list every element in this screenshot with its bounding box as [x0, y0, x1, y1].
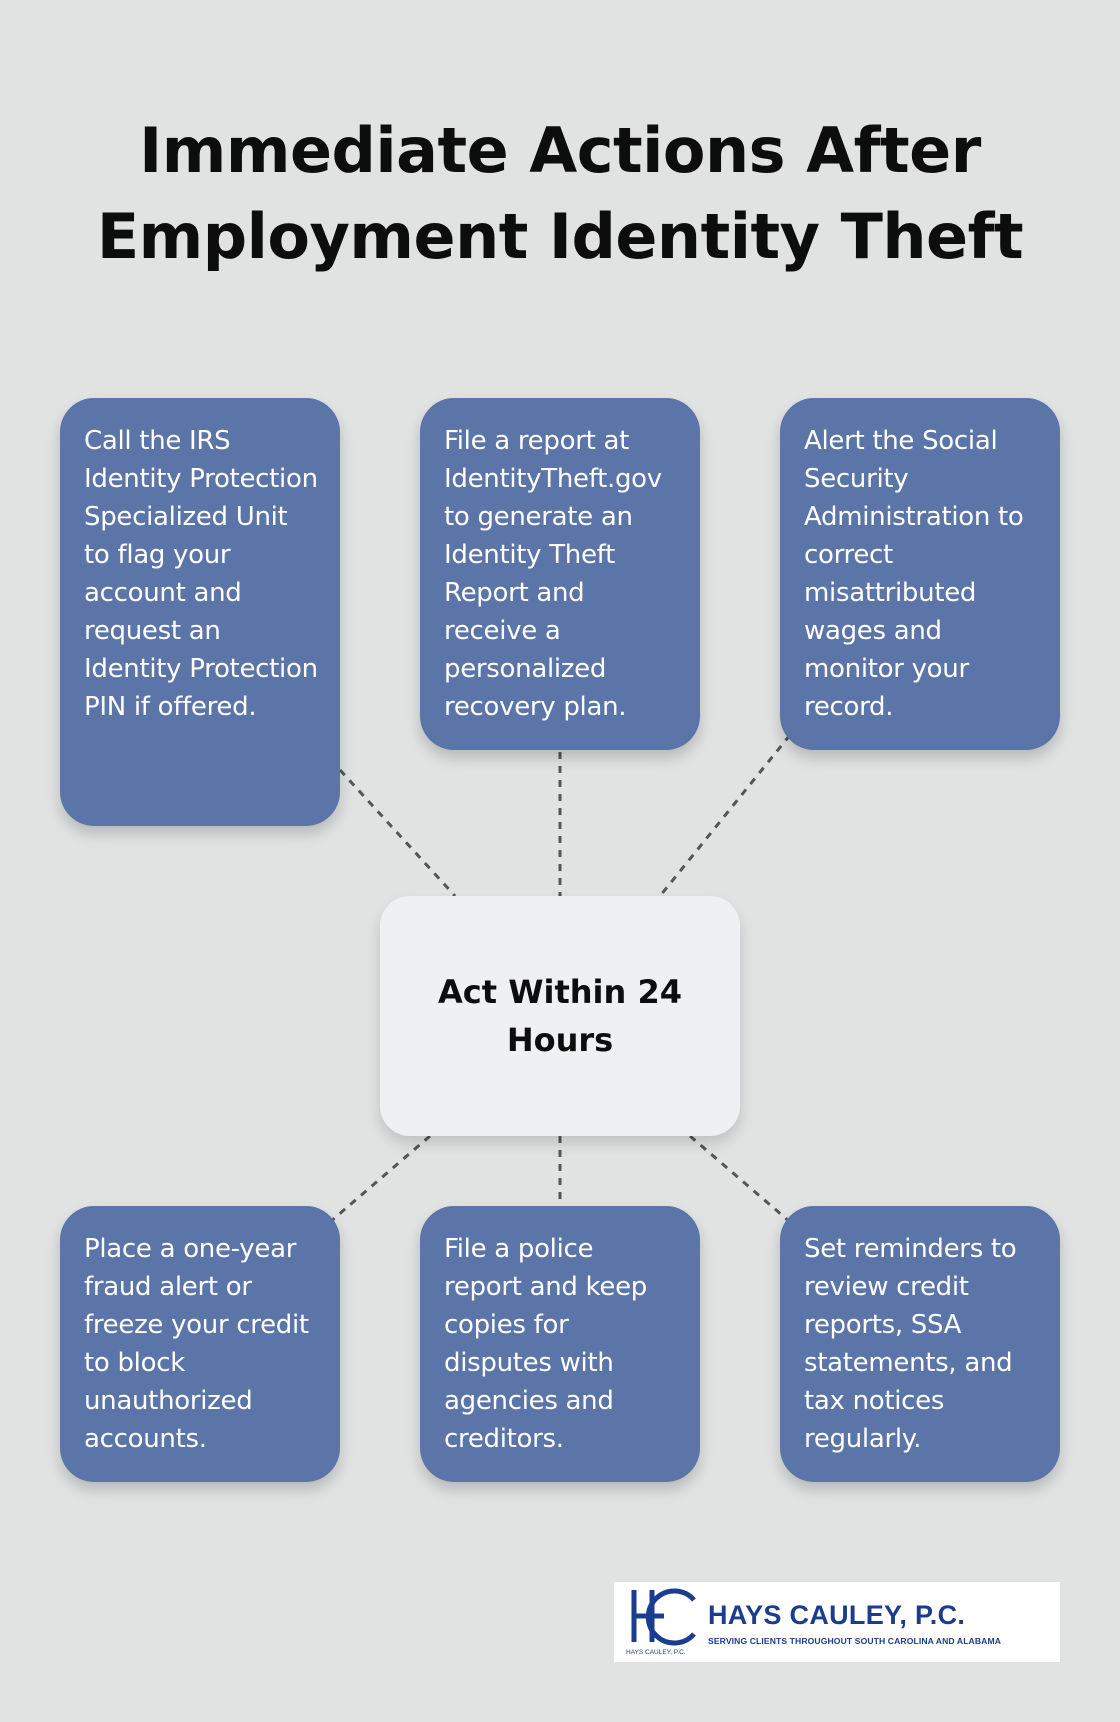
connector-bottom-left: [329, 1134, 431, 1224]
central-node: Act Within 24 Hours: [380, 896, 740, 1136]
connector-bottom-right: [689, 1134, 791, 1224]
action-card-fraud-alert: Place a one-year fraud alert or freeze y…: [60, 1206, 340, 1482]
title-line-2: Employment Identity Theft: [96, 200, 1024, 273]
action-card-identitytheft-gov: File a report at IdentityTheft.gov to ge…: [420, 398, 700, 750]
firm-small-name: HAYS CAULEY, P.C.: [626, 1649, 686, 1656]
action-card-text: Place a one-year fraud alert or freeze y…: [84, 1234, 309, 1454]
action-card-text: Call the IRS Identity Protection Special…: [84, 426, 318, 722]
action-card-text: Set reminders to review credit reports, …: [804, 1234, 1017, 1454]
action-card-ssa: Alert the Social Security Administration…: [780, 398, 1060, 750]
action-card-reminders: Set reminders to review credit reports, …: [780, 1206, 1060, 1482]
action-card-police-report: File a police report and keep copies for…: [420, 1206, 700, 1482]
firm-logo: HAYS CAULEY, P.C. SERVING CLIENTS THROUG…: [614, 1582, 1060, 1662]
action-card-irs: Call the IRS Identity Protection Special…: [60, 398, 340, 826]
action-card-text: File a police report and keep copies for…: [444, 1234, 647, 1454]
central-node-label: Act Within 24 Hours: [438, 973, 682, 1059]
page-title: Immediate Actions After Employment Ident…: [60, 108, 1060, 280]
firm-name: HAYS CAULEY, P.C.: [708, 1600, 966, 1630]
hc-monogram-icon: [631, 1588, 696, 1646]
action-card-text: Alert the Social Security Administration…: [804, 426, 1024, 722]
connector-top-left: [338, 768, 457, 898]
title-line-1: Immediate Actions After: [139, 114, 981, 187]
firm-tagline: SERVING CLIENTS THROUGHOUT SOUTH CAROLIN…: [708, 1636, 1002, 1646]
action-card-text: File a report at IdentityTheft.gov to ge…: [444, 426, 662, 722]
connector-top-right: [658, 734, 792, 897]
